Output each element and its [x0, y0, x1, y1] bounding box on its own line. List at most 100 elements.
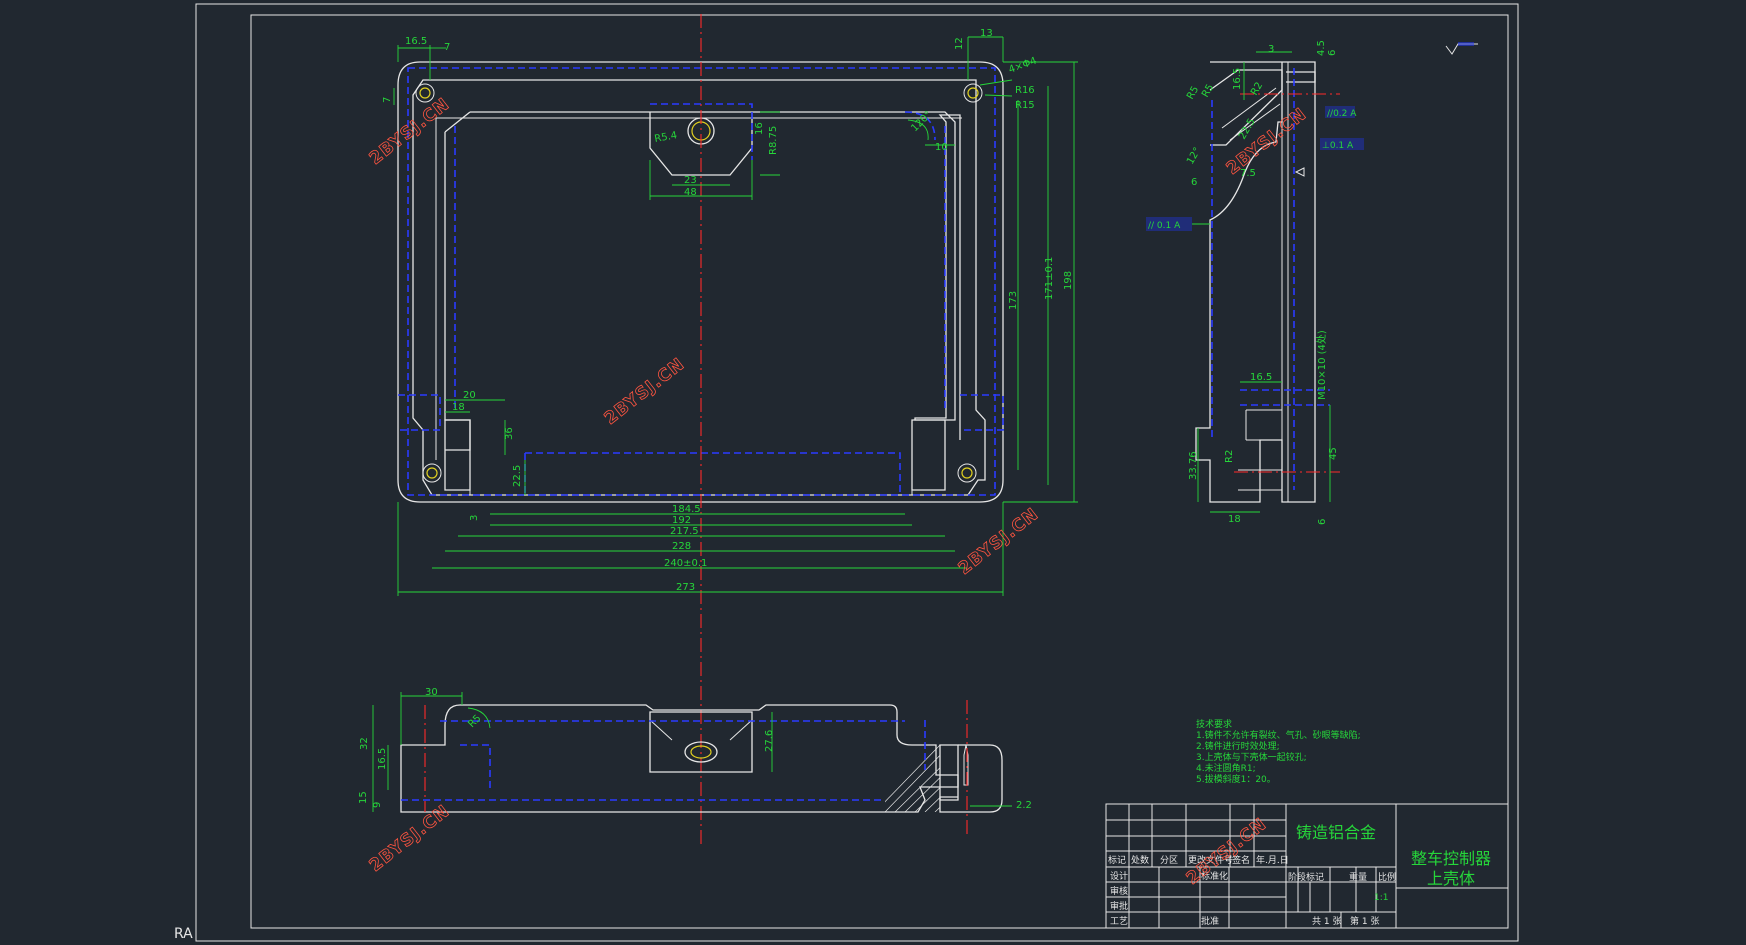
svg-text:M10×10 (4处): M10×10 (4处)	[1316, 330, 1328, 400]
top-view-dimensions: 16.5 7 13 12 7 4×Φ4 R16 R15 R5.4 R8.75 1…	[382, 28, 1078, 596]
svg-text:分区: 分区	[1160, 855, 1178, 866]
svg-text:22.5: 22.5	[512, 465, 523, 487]
svg-text:4.5: 4.5	[1316, 40, 1327, 56]
svg-text:2.2: 2.2	[1016, 800, 1032, 811]
svg-text:阶段标记: 阶段标记	[1288, 871, 1324, 883]
watermarks: 2BYSJ.CN 2BYSJ.CN 2BYSJ.CN 2BYSJ.CN 2BYS…	[365, 94, 1311, 890]
svg-text:9: 9	[372, 802, 383, 808]
svg-text:16.5: 16.5	[1232, 68, 1243, 90]
svg-text:15: 15	[358, 791, 369, 804]
svg-text:处数: 处数	[1131, 854, 1149, 866]
svg-text:184.5: 184.5	[672, 504, 701, 515]
svg-text:5.拔模斜度1：20。: 5.拔模斜度1：20。	[1196, 773, 1276, 785]
svg-text:设计: 设计	[1110, 870, 1128, 882]
svg-text:217.5: 217.5	[670, 526, 699, 537]
svg-text:16: 16	[754, 122, 765, 135]
svg-text:23: 23	[684, 175, 697, 186]
svg-text:1.铸件不允许有裂纹、气孔、砂眼等缺陷;: 1.铸件不允许有裂纹、气孔、砂眼等缺陷;	[1196, 729, 1361, 741]
svg-text:7.5: 7.5	[1240, 168, 1256, 179]
svg-text:4.未注圆角R1;: 4.未注圆角R1;	[1196, 762, 1256, 774]
svg-text:重量: 重量	[1349, 871, 1367, 883]
svg-text:7: 7	[444, 42, 450, 53]
svg-text:30: 30	[425, 687, 438, 698]
svg-text:// 0.1 A: // 0.1 A	[1148, 221, 1181, 231]
watermark: 2BYSJ.CN	[1223, 104, 1311, 179]
svg-text:48: 48	[684, 187, 697, 198]
svg-text:R16: R16	[1015, 85, 1035, 96]
svg-text:20: 20	[463, 390, 476, 401]
svg-text:6: 6	[1327, 50, 1338, 56]
tech-notes-title: 技术要求	[1196, 718, 1232, 730]
inner-frame	[250, 14, 1509, 929]
svg-text:16.5: 16.5	[377, 748, 388, 770]
svg-text:年.月.日: 年.月.日	[1256, 854, 1289, 866]
svg-text:更改文件号: 更改文件号	[1188, 854, 1233, 866]
tech-notes: 技术要求 1.铸件不允许有裂纹、气孔、砂眼等缺陷; 2.铸件进行时效处理; 3.…	[1196, 718, 1361, 785]
svg-text:2.铸件进行时效处理;: 2.铸件进行时效处理;	[1196, 740, 1280, 752]
material-label: 铸造铝合金	[1296, 823, 1376, 842]
svg-text:审核: 审核	[1110, 885, 1128, 897]
watermark: 2BYSJ.CN	[955, 504, 1043, 579]
svg-text:标记: 标记	[1108, 854, 1126, 866]
svg-text:273: 273	[676, 582, 695, 593]
svg-text:R2: R2	[1249, 80, 1265, 97]
outer-frame	[195, 3, 1519, 942]
svg-text:R5: R5	[466, 713, 483, 730]
svg-text:第 1 张: 第 1 张	[1350, 915, 1379, 927]
svg-text:173: 173	[1008, 291, 1019, 310]
svg-text:16.5: 16.5	[405, 36, 427, 47]
svg-text:4×Φ4: 4×Φ4	[1007, 56, 1038, 76]
svg-text:36: 36	[504, 427, 515, 440]
svg-text:10: 10	[935, 142, 948, 153]
svg-text:228: 228	[672, 541, 691, 552]
title-block: 铸造铝合金 整车控制器 上壳体 标记 处数 分区 更改文件号 签名 年.月.日 …	[1105, 803, 1509, 929]
svg-text:R5.4: R5.4	[654, 130, 678, 145]
svg-text:R15: R15	[1015, 100, 1035, 111]
svg-text:18: 18	[1228, 514, 1241, 525]
side-view	[1195, 61, 1340, 503]
corner-label: RA	[174, 926, 193, 942]
svg-text:18: 18	[452, 402, 465, 413]
svg-text:比例: 比例	[1378, 871, 1396, 883]
svg-text:198: 198	[1063, 271, 1074, 290]
bottom-view-dimensions: 30 32 16.5 15 9 R5 27.6 2.2	[358, 687, 1032, 812]
svg-text:签名: 签名	[1232, 854, 1250, 866]
svg-text:32: 32	[359, 737, 370, 750]
svg-text:3: 3	[1268, 44, 1274, 55]
side-view-dimensions: 3 4.5 6 16.5 R5 R5 12° 6 22.5 R2 7.5 //0…	[1146, 40, 1478, 525]
svg-text:标准化: 标准化	[1201, 870, 1228, 882]
scale-value: 1:1	[1374, 893, 1388, 903]
bottom-view	[400, 700, 1003, 835]
svg-text:R5: R5	[1185, 84, 1201, 101]
svg-text:33.76: 33.76	[1188, 451, 1199, 480]
svg-text:6: 6	[1191, 177, 1197, 188]
svg-text:192: 192	[672, 515, 691, 526]
svg-text:R2: R2	[1224, 450, 1235, 463]
svg-text:R8.75: R8.75	[768, 126, 779, 155]
svg-text:批准: 批准	[1201, 915, 1219, 927]
svg-text://0.2 A: //0.2 A	[1327, 109, 1357, 119]
svg-text:R5: R5	[1200, 82, 1216, 99]
svg-text:共 1 张: 共 1 张	[1312, 916, 1341, 927]
svg-text:⊥0.1 A: ⊥0.1 A	[1322, 141, 1354, 151]
svg-text:7: 7	[382, 97, 393, 103]
svg-text:12°: 12°	[1185, 146, 1203, 167]
svg-text:3: 3	[469, 515, 480, 521]
top-view	[397, 14, 1004, 845]
svg-text:13: 13	[980, 28, 993, 39]
svg-text:16.5: 16.5	[1250, 372, 1272, 383]
svg-text:27.6: 27.6	[764, 730, 775, 752]
part-name-line1: 整车控制器	[1411, 849, 1491, 868]
svg-text:6: 6	[1317, 519, 1328, 525]
watermark: 2BYSJ.CN	[366, 94, 454, 169]
svg-text:171±0.1: 171±0.1	[1044, 257, 1055, 300]
svg-text:工艺: 工艺	[1110, 916, 1128, 927]
watermark: 2BYSJ.CN	[601, 354, 689, 429]
part-name-line2: 上壳体	[1427, 869, 1475, 888]
svg-text:12: 12	[954, 37, 965, 50]
svg-text:审批: 审批	[1110, 900, 1128, 912]
svg-text:3.上壳体与下壳体一起铰孔;: 3.上壳体与下壳体一起铰孔;	[1196, 751, 1307, 763]
svg-text:45: 45	[1328, 447, 1339, 460]
svg-text:240±0.1: 240±0.1	[664, 558, 707, 569]
